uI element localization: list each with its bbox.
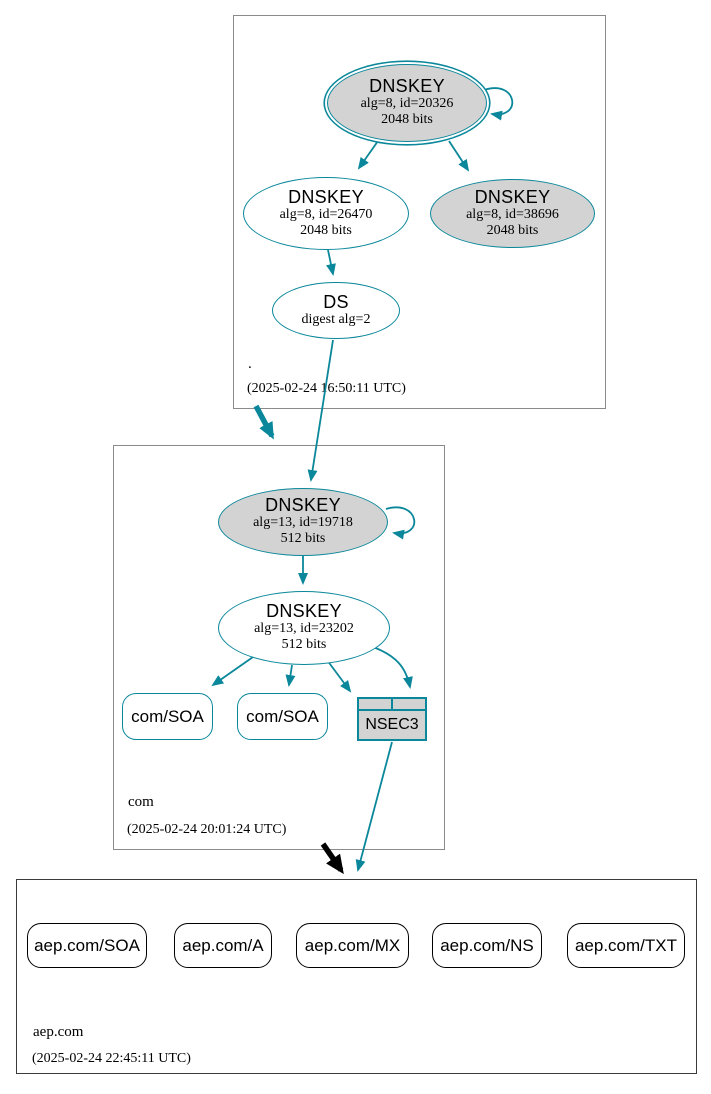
zone-label-root: . (248, 356, 252, 372)
nsec3-header-cells (359, 699, 425, 711)
node-root-dnskey-ksk-20326[interactable]: DNSKEY alg=8, id=20326 2048 bits (327, 64, 487, 142)
node-detail-alg: alg=8, id=26470 (279, 206, 373, 222)
zone-timestamp-aep-com: (2025-02-24 22:45:11 UTC) (32, 1051, 191, 1066)
node-title: DNSKEY (288, 186, 364, 207)
node-aep-com-txt[interactable]: aep.com/TXT (567, 923, 685, 968)
zone-label-com: com (128, 794, 154, 810)
node-title: aep.com/SOA (34, 935, 140, 955)
node-com-soa-2[interactable]: com/SOA (237, 693, 328, 740)
node-detail-digest: digest alg=2 (301, 311, 371, 327)
edge-delegation-root-to-com-secure (253, 404, 275, 440)
zone-label-aep-com: aep.com (33, 1024, 84, 1040)
node-root-dnskey-zsk-26470[interactable]: DNSKEY alg=8, id=26470 2048 bits (243, 177, 409, 250)
node-detail-bits: 512 bits (280, 531, 326, 547)
node-com-nsec3[interactable]: NSEC3 (357, 697, 427, 741)
zone-box-root (233, 15, 606, 409)
node-root-dnskey-38696[interactable]: DNSKEY alg=8, id=38696 2048 bits (430, 179, 595, 248)
node-aep-com-a[interactable]: aep.com/A (174, 923, 272, 968)
node-title: DNSKEY (266, 601, 342, 622)
node-title: com/SOA (131, 706, 204, 726)
node-root-ds[interactable]: DS digest alg=2 (272, 282, 400, 339)
node-title: com/SOA (246, 706, 319, 726)
node-title: DNSKEY (474, 186, 551, 207)
node-detail-bits: 512 bits (281, 637, 327, 653)
node-title: NSEC3 (365, 716, 419, 733)
node-title: DS (323, 292, 349, 312)
zone-box-com (113, 445, 445, 850)
node-aep-com-ns[interactable]: aep.com/NS (432, 923, 542, 968)
node-com-dnskey-ksk-19718[interactable]: DNSKEY alg=13, id=19718 512 bits (218, 488, 388, 556)
node-detail-alg: alg=13, id=19718 (253, 515, 353, 531)
node-com-dnskey-zsk-23202[interactable]: DNSKEY alg=13, id=23202 512 bits (218, 591, 390, 665)
node-title: aep.com/TXT (574, 935, 678, 955)
nsec3-cell-left (359, 699, 393, 709)
node-title: aep.com/NS (440, 935, 534, 955)
node-detail-alg: alg=8, id=20326 (360, 96, 454, 112)
nsec3-cell-right (393, 699, 425, 709)
node-title: aep.com/A (182, 935, 264, 955)
node-detail-alg: alg=8, id=38696 (466, 206, 559, 222)
node-title: DNSKEY (369, 76, 445, 97)
node-detail-bits: 2048 bits (381, 112, 433, 128)
zone-timestamp-root: (2025-02-24 16:50:11 UTC) (247, 381, 406, 396)
zone-timestamp-com: (2025-02-24 20:01:24 UTC) (127, 822, 287, 837)
node-detail-alg: alg=13, id=23202 (254, 621, 354, 637)
node-detail-bits: 2048 bits (486, 222, 539, 238)
node-aep-com-mx[interactable]: aep.com/MX (296, 923, 409, 968)
node-com-soa-1[interactable]: com/SOA (122, 693, 213, 740)
node-title: aep.com/MX (304, 935, 401, 955)
node-title: DNSKEY (265, 495, 341, 516)
zone-box-aep-com (16, 879, 697, 1074)
node-aep-com-soa[interactable]: aep.com/SOA (27, 923, 147, 968)
node-detail-bits: 2048 bits (300, 222, 352, 238)
